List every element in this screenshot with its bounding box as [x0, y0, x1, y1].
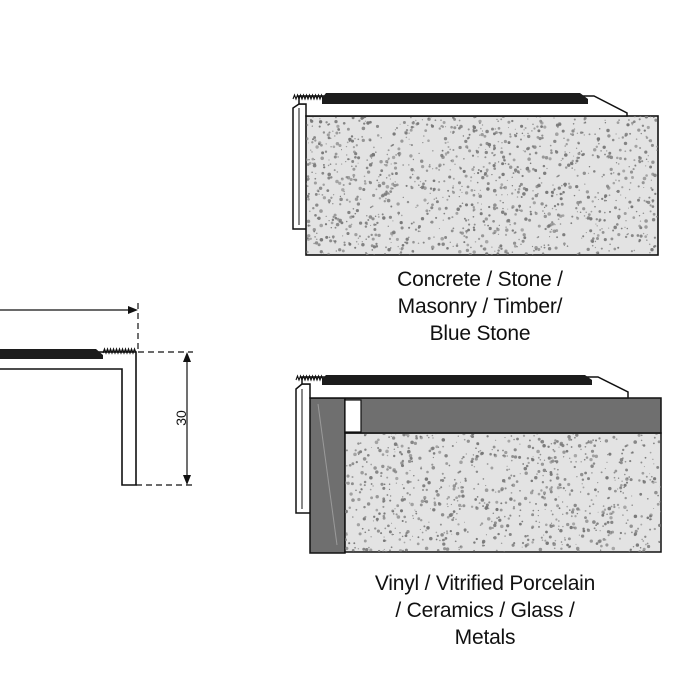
profile-section-detail: 30: [0, 303, 193, 486]
bedding-speckle-texture: [345, 433, 661, 552]
anti-slip-insert-top: [322, 93, 588, 104]
serrated-edge-bottom: [295, 374, 324, 382]
tile-spacer-gap: [344, 399, 362, 433]
caption-bottom-line-3: Metals: [454, 626, 516, 649]
profile-serrated-edge: [102, 347, 137, 355]
caption-bottom-line-1: Vinyl / Vitrified Porcelain: [374, 572, 596, 595]
concrete-block: [305, 115, 659, 256]
width-dimension-arrow: [128, 306, 138, 314]
serrated-edge-top: [292, 93, 324, 101]
tread-tile: [344, 397, 662, 434]
concrete-speckle-texture: [306, 116, 658, 255]
caption-top-line-2: Masonry / Timber/: [397, 295, 563, 318]
concrete-stone-installation: [292, 93, 659, 256]
caption-bottom-line-2: / Ceramics / Glass /: [395, 599, 575, 622]
height-arrow-top: [183, 352, 191, 362]
riser-tile-reflection: [317, 403, 338, 546]
caption-tile-materials: Vinyl / Vitrified Porcelain / Ceramics /…: [335, 570, 635, 651]
profile-anti-slip-insert: [0, 349, 103, 359]
caption-top-line-3: Blue Stone: [429, 322, 531, 345]
nosing-vertical-leg-bottom: [295, 383, 310, 514]
anti-slip-insert-bottom: [322, 375, 592, 385]
nosing-profile-outline: [0, 351, 137, 486]
height-dimension-label: 30: [173, 410, 189, 426]
height-arrow-bottom: [183, 475, 191, 485]
caption-top-line-1: Concrete / Stone /: [397, 268, 563, 291]
caption-concrete-stone: Concrete / Stone / Masonry / Timber/ Blu…: [330, 266, 630, 347]
tile-installation: [295, 374, 662, 554]
